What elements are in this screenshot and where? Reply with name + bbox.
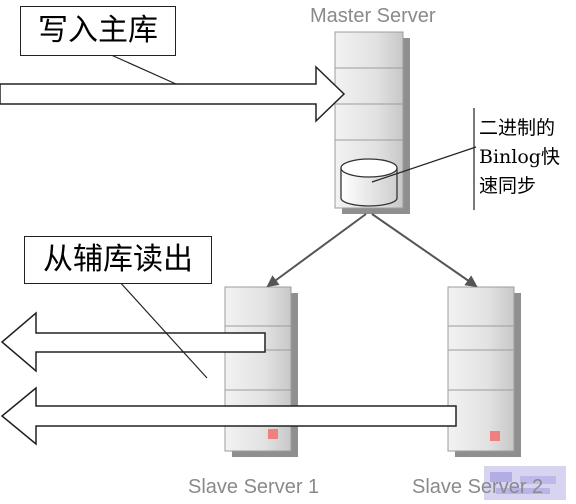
binlog-note-line-1: 二进制的 <box>479 117 556 139</box>
read-callout-line <box>117 279 208 379</box>
write-master-label: 写入主库 <box>20 6 176 56</box>
slave-server-1-icon <box>224 286 298 457</box>
binlog-disk-icon <box>340 158 398 207</box>
slave-server-2-title: Slave Server 2 <box>412 476 544 498</box>
binlog-note-line-3: 速同步 <box>479 175 537 197</box>
read-slave-label: 从辅库读出 <box>24 236 212 284</box>
slave-server-1-title: Slave Server 1 <box>188 476 320 498</box>
binlog-note-line-2: Binlog快 <box>479 146 560 168</box>
slave-1-indicator-light <box>268 429 278 439</box>
watermark-logo-icon <box>484 466 566 500</box>
replication-arrow-slave-2 <box>371 213 478 288</box>
slave-2-indicator-light <box>490 431 500 441</box>
read-arrow-slave-1 <box>0 311 266 373</box>
master-server-title: Master Server <box>310 5 436 27</box>
replication-arrow-slave-1 <box>266 213 367 288</box>
binlog-callout-line <box>371 146 477 183</box>
write-master-text: 写入主库 <box>38 13 158 48</box>
read-slave-text: 从辅库读出 <box>43 242 193 277</box>
write-arrow <box>0 65 346 123</box>
read-arrow-slave-2 <box>0 386 457 446</box>
slave-server-2-icon <box>447 286 521 457</box>
binlog-sync-note: 二进制的 Binlog快 速同步 <box>479 114 560 201</box>
